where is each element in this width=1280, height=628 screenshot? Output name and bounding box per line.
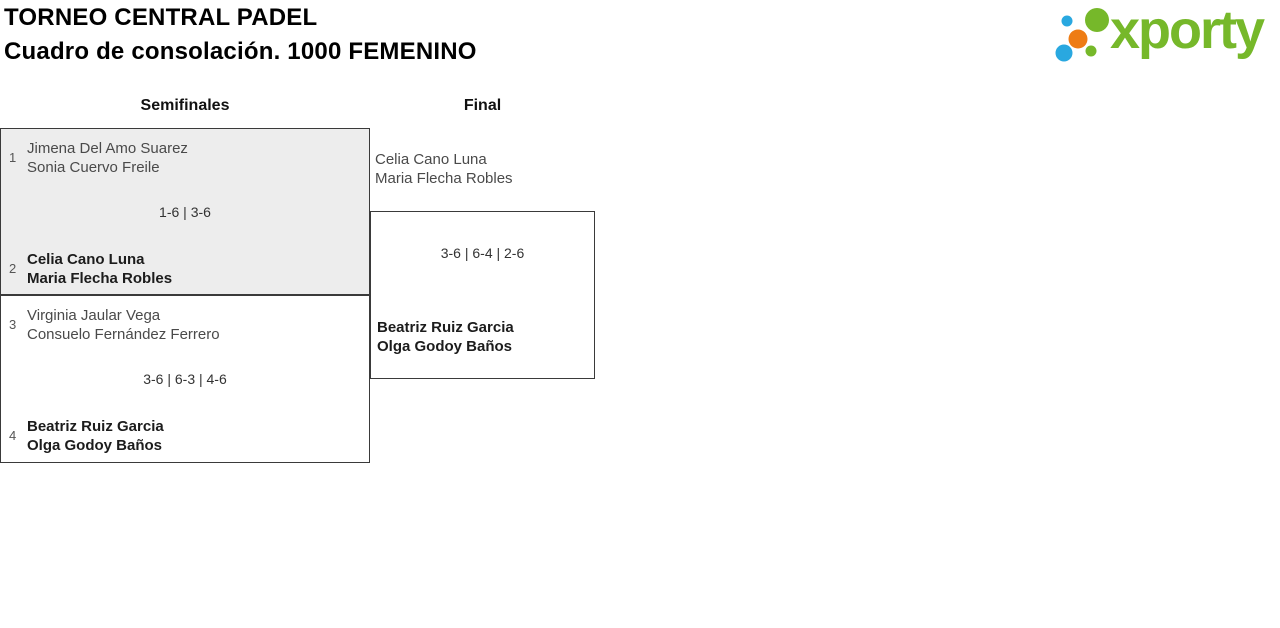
player-name: Beatriz Ruiz Garcia bbox=[377, 319, 514, 336]
round-label-semifinals: Semifinales bbox=[140, 97, 230, 114]
player-name: Olga Godoy Baños bbox=[377, 338, 513, 355]
seed-number: 4 bbox=[9, 428, 17, 443]
match-semifinal-1[interactable]: 1 Jimena Del Amo Suarez Sonia Cuervo Fre… bbox=[0, 128, 370, 295]
player-name: Celia Cano Luna bbox=[27, 251, 145, 268]
match-semifinal-2[interactable]: 3 Virginia Jaular Vega Consuelo Fernánde… bbox=[0, 295, 370, 463]
xporty-logo[interactable]: xporty bbox=[1044, 0, 1276, 68]
match-score: 3-6 | 6-3 | 4-6 bbox=[143, 371, 227, 387]
round-label-final: Final bbox=[463, 97, 502, 114]
xporty-logo-dots-icon bbox=[1055, 8, 1109, 62]
team-slot-seed4: 4 Beatriz Ruiz Garcia Olga Godoy Baños bbox=[1, 417, 369, 455]
match-score: 1-6 | 3-6 bbox=[159, 204, 211, 220]
seed-number: 1 bbox=[9, 150, 17, 165]
final-team-bottom: Beatriz Ruiz Garcia Olga Godoy Baños bbox=[371, 318, 594, 356]
xporty-logo-wordmark: xporty bbox=[1110, 0, 1265, 60]
match-score: 3-6 | 6-4 | 2-6 bbox=[440, 245, 525, 261]
player-name: Jimena Del Amo Suarez bbox=[27, 140, 188, 157]
bracket-subtitle: Cuadro de consolación. 1000 FEMENINO bbox=[4, 38, 477, 65]
player-name: Maria Flecha Robles bbox=[27, 270, 173, 287]
tournament-title: TORNEO CENTRAL PADEL bbox=[4, 4, 318, 31]
page-header: TORNEO CENTRAL PADEL Cuadro de consolaci… bbox=[4, 1, 477, 69]
final-team-top: Celia Cano Luna Maria Flecha Robles bbox=[375, 150, 513, 188]
team-slot-seed1: 1 Jimena Del Amo Suarez Sonia Cuervo Fre… bbox=[1, 139, 369, 177]
player-name: Maria Flecha Robles bbox=[375, 170, 513, 187]
seed-number: 2 bbox=[9, 261, 17, 276]
match-final[interactable]: 3-6 | 6-4 | 2-6 Beatriz Ruiz Garcia Olga… bbox=[370, 211, 595, 379]
player-name: Celia Cano Luna bbox=[375, 151, 487, 168]
player-name: Olga Godoy Baños bbox=[27, 437, 163, 454]
player-name: Sonia Cuervo Freile bbox=[27, 159, 160, 176]
player-name: Beatriz Ruiz Garcia bbox=[27, 418, 164, 435]
player-name: Consuelo Fernández Ferrero bbox=[27, 326, 220, 343]
player-name: Virginia Jaular Vega bbox=[27, 307, 161, 324]
team-slot-seed2: 2 Celia Cano Luna Maria Flecha Robles bbox=[1, 250, 369, 288]
team-slot-seed3: 3 Virginia Jaular Vega Consuelo Fernánde… bbox=[1, 306, 369, 344]
seed-number: 3 bbox=[9, 317, 17, 332]
